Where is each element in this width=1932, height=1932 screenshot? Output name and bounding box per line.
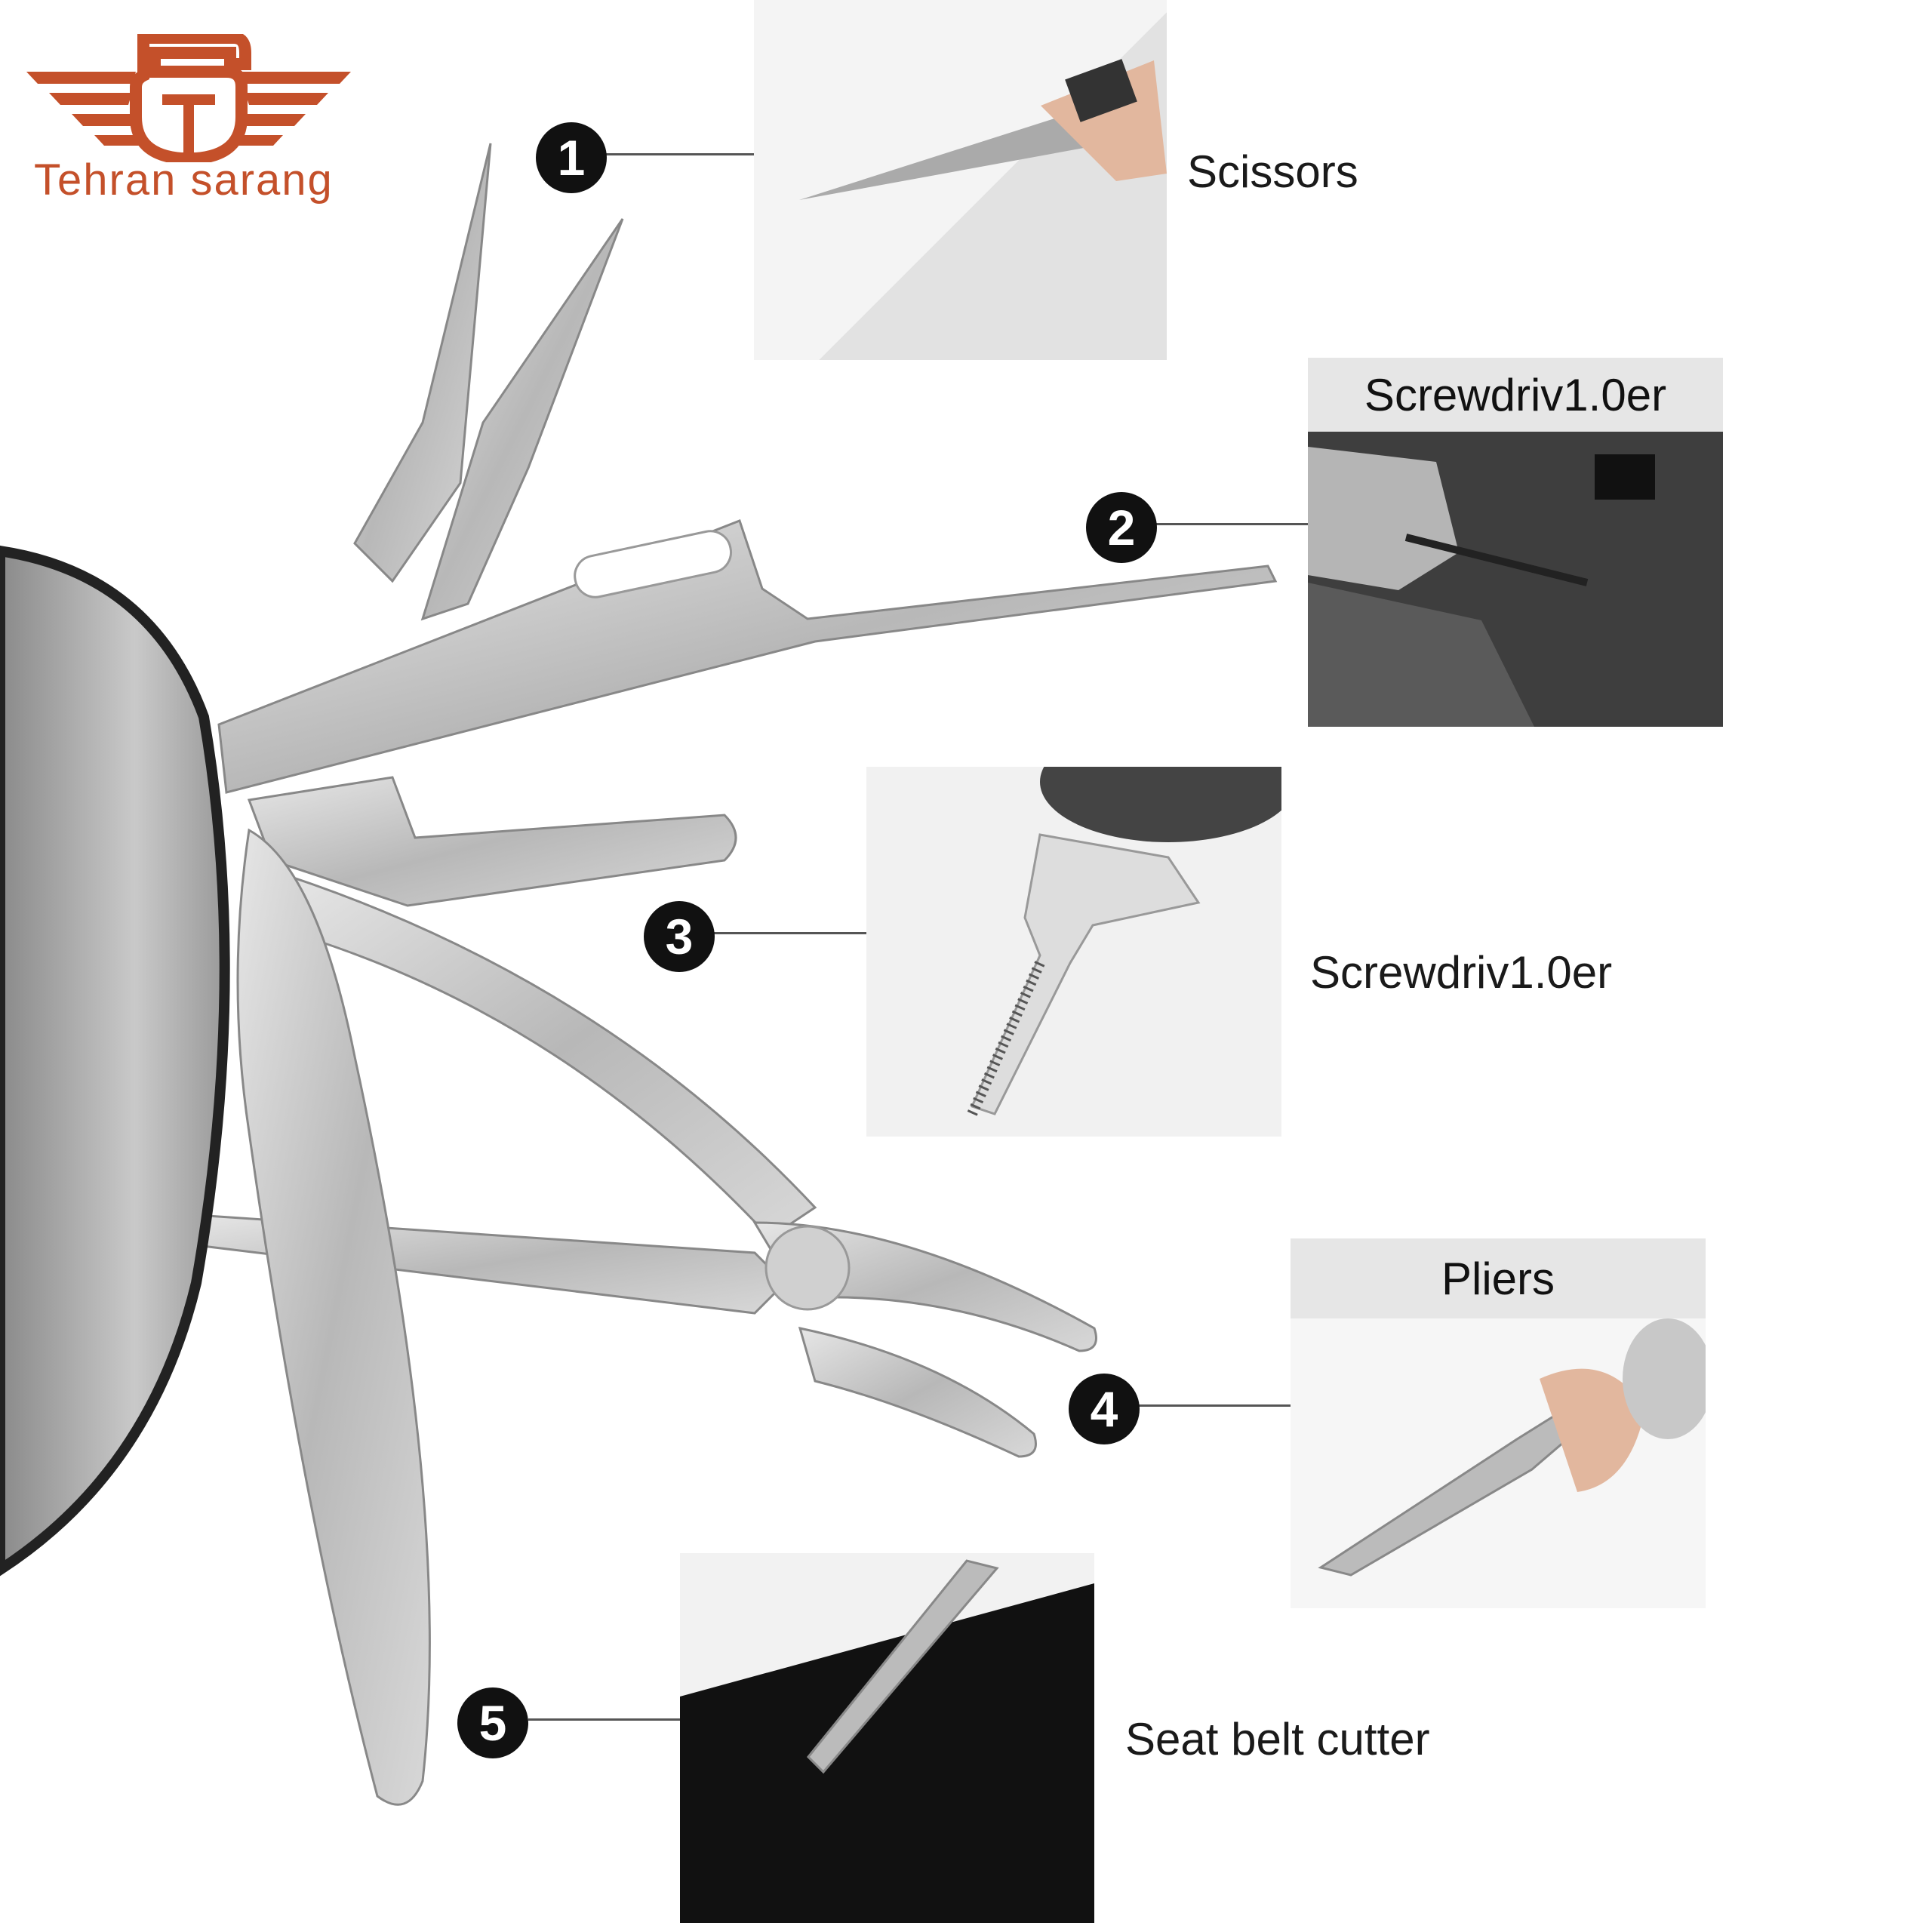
screwdriver-blade bbox=[217, 519, 1278, 794]
marker-5: 5 bbox=[457, 1687, 528, 1758]
pliers-header: Pliers bbox=[1291, 1238, 1706, 1318]
scissors-label: Scissors bbox=[1187, 146, 1358, 197]
scissors-image bbox=[799, 59, 1167, 200]
screwdriver-photo-1 bbox=[1308, 432, 1723, 727]
scissors-blades bbox=[353, 143, 624, 621]
marker-4: 4 bbox=[1069, 1374, 1140, 1444]
seat-belt-cutter-label: Seat belt cutter bbox=[1125, 1714, 1430, 1764]
winged-logo-icon bbox=[26, 32, 351, 165]
scissors-photo bbox=[754, 0, 1167, 360]
screwdriver-label: Screwdriv1.0er bbox=[1310, 947, 1613, 998]
screwdriver-header: Screwdriv1.0er bbox=[1308, 358, 1723, 432]
connector-line-3 bbox=[713, 932, 866, 934]
marker-2: 2 bbox=[1086, 492, 1157, 563]
marker-3: 3 bbox=[644, 901, 715, 972]
seat-belt-cutter-image bbox=[680, 1559, 1094, 1923]
screwdriver-photo-2 bbox=[866, 767, 1281, 1137]
connector-line-2 bbox=[1155, 523, 1308, 525]
pliers-handle bbox=[285, 873, 817, 1239]
seat-belt-cutter-photo bbox=[680, 1553, 1094, 1923]
brand-name: Tehran sarang bbox=[34, 155, 334, 205]
serrated-blade bbox=[236, 828, 431, 1806]
brand-logo: Tehran sarang bbox=[23, 32, 355, 208]
pliers-photo bbox=[1291, 1318, 1706, 1608]
connector-line-4 bbox=[1138, 1404, 1291, 1407]
pliers-jaw-lower bbox=[798, 1327, 1037, 1458]
connector-line-1 bbox=[604, 153, 754, 155]
pliers-image bbox=[1318, 1318, 1706, 1577]
marker-1: 1 bbox=[536, 122, 607, 193]
connector-line-5 bbox=[528, 1718, 680, 1721]
bottle-opener bbox=[247, 776, 737, 907]
multitool-illustration bbox=[0, 143, 1278, 1806]
main-shell bbox=[0, 545, 230, 1577]
screwdriver-image-2 bbox=[967, 767, 1281, 1116]
screwdriver-image-1 bbox=[1308, 432, 1723, 727]
